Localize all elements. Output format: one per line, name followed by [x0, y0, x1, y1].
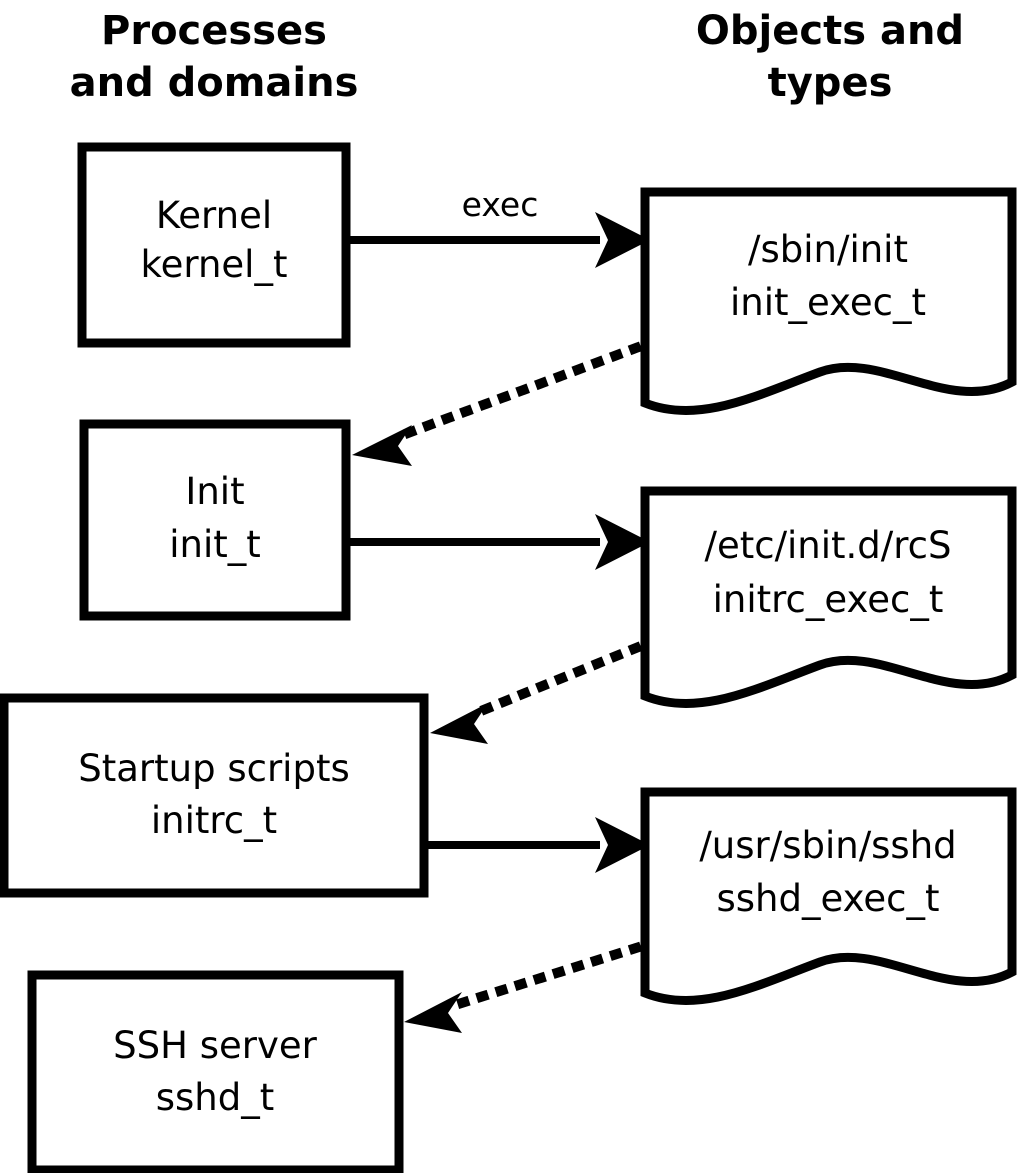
edge-initrc_exec-transition-initrc [430, 641, 643, 744]
process-node-kernel-box[interactable] [77, 142, 351, 348]
process-node-sshd-box[interactable] [27, 970, 404, 1173]
process-node-init[interactable]: Init init_t [79, 419, 351, 621]
edge-line-sshd-transition [445, 941, 643, 1013]
object-node-sshd-exec-type: sshd_exec_t [717, 877, 940, 920]
object-node-init-exec-shape[interactable] [640, 187, 1017, 415]
arrow-head-initrc-exec [595, 817, 650, 873]
object-node-sshd-exec-path: /usr/sbin/sshd [699, 824, 956, 867]
arrow-head-init-exec [595, 514, 650, 570]
process-node-initrc-type: initrc_t [151, 799, 277, 842]
process-node-init-name: Init [185, 470, 244, 513]
column-header-objects: Objects and types [696, 8, 964, 106]
edge-line-initrc-transition [469, 641, 643, 720]
header-objects-line2: types [768, 60, 893, 106]
process-node-initrc[interactable]: Startup scripts initrc_t [0, 693, 429, 898]
process-node-sshd[interactable]: SSH server sshd_t [27, 970, 404, 1173]
header-objects-line1: Objects and [696, 8, 964, 54]
process-node-init-box[interactable] [79, 419, 351, 621]
edge-label-exec: exec [462, 185, 539, 224]
arrow-head-sshd-transition [404, 992, 462, 1033]
edge-init_exec-transition-init [352, 341, 643, 466]
edge-line-init-transition [393, 341, 643, 443]
object-node-init-exec-type: init_exec_t [730, 281, 926, 324]
arrow-head-kernel-exec [595, 212, 650, 268]
object-node-initrc-exec-path: /etc/init.d/rcS [704, 524, 951, 567]
object-node-sshd-exec[interactable]: /usr/sbin/sshd sshd_exec_t [640, 787, 1017, 1005]
process-node-initrc-box[interactable] [0, 693, 429, 898]
arrow-head-initrc-transition [430, 703, 488, 744]
process-node-kernel-type: kernel_t [141, 243, 288, 286]
edge-initrc-exec-sshd_exec [428, 817, 650, 873]
arrow-head-init-transition [352, 425, 412, 466]
process-node-sshd-type: sshd_t [156, 1076, 275, 1119]
edge-kernel-exec-init_exec: exec [350, 185, 650, 268]
object-node-init-exec-path: /sbin/init [748, 228, 908, 271]
header-processes-line2: and domains [70, 60, 359, 106]
process-node-kernel[interactable]: Kernel kernel_t [77, 142, 351, 348]
process-node-sshd-name: SSH server [113, 1024, 317, 1067]
edge-init-exec-initrc_exec [350, 514, 650, 570]
edge-sshd_exec-transition-sshd [404, 941, 643, 1033]
object-node-initrc-exec-type: initrc_exec_t [713, 578, 944, 621]
object-node-init-exec[interactable]: /sbin/init init_exec_t [640, 187, 1017, 415]
object-node-sshd-exec-shape[interactable] [640, 787, 1017, 1005]
process-node-kernel-name: Kernel [156, 194, 272, 237]
process-node-init-type: init_t [169, 523, 261, 566]
process-node-initrc-name: Startup scripts [78, 747, 349, 790]
column-header-processes: Processes and domains [70, 8, 359, 106]
object-node-initrc-exec-shape[interactable] [640, 486, 1017, 708]
object-node-initrc-exec[interactable]: /etc/init.d/rcS initrc_exec_t [640, 486, 1017, 708]
header-processes-line1: Processes [101, 8, 327, 54]
